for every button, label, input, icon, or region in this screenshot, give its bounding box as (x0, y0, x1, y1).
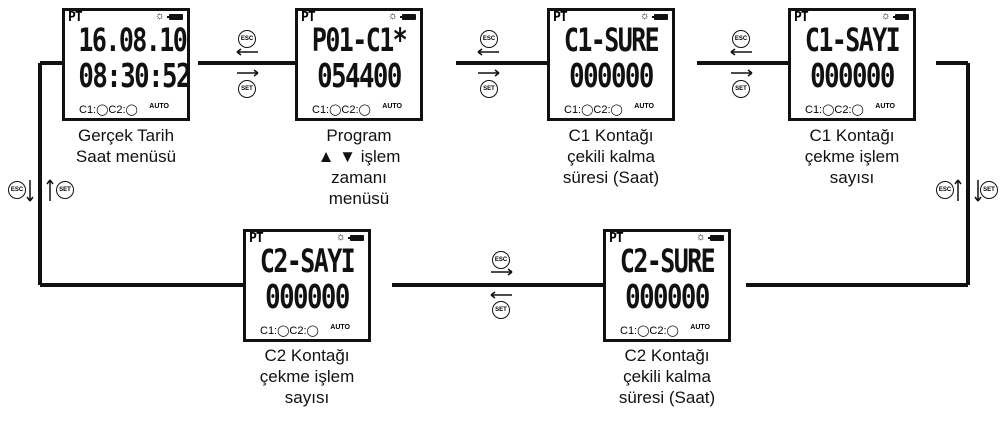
caption-line: çekme işlem (259, 367, 355, 386)
pt-label: PT (553, 10, 568, 25)
sun-icon: ☼ (880, 10, 891, 22)
sun-icon: ☼ (639, 10, 650, 22)
caption-line: zamanı (331, 168, 387, 187)
caption-c1-sayi: C1 Kontağı çekme işlem sayısı (757, 125, 947, 188)
screen-real-time: PT ☼ 16.08.10 08:30:52 C1:◯C2:◯ AUTO (62, 8, 191, 121)
caption-line: C2 Kontağı (624, 346, 710, 365)
caption-line: çekili kalma (567, 147, 655, 166)
battery-icon (652, 14, 668, 20)
display-line-1: 16.08.10 (78, 21, 187, 59)
caption-real-time: Gerçek Tarih Saat menüsü (31, 125, 221, 167)
caption-line: süresi (Saat) (618, 388, 716, 407)
caption-line: Gerçek Tarih (77, 126, 175, 145)
screen-c2-sure: PT ☼ C2-SURE 000000 C1:◯C2:◯ AUTO (603, 229, 731, 342)
caption-line: C2 Kontağı (264, 346, 350, 365)
display-line-1: C2-SURE (619, 242, 716, 280)
esc-button[interactable]: ESC (8, 181, 26, 199)
caption-c2-sayi: C2 Kontağı çekme işlem sayısı (212, 345, 402, 408)
auto-indicator: AUTO (149, 103, 169, 110)
screen-c1-sure: PT ☼ C1-SURE 000000 C1:◯C2:◯ AUTO (547, 8, 675, 121)
screen-program: PT ☼ P01-C1* 054400 C1:◯C2:◯ AUTO (295, 8, 423, 121)
battery-icon (400, 14, 416, 20)
contact-status: C1:◯C2:◯ (564, 104, 623, 116)
contact-status: C1:◯C2:◯ (312, 104, 371, 116)
set-button[interactable]: SET (492, 301, 510, 319)
sun-icon: ☼ (154, 10, 165, 22)
set-button[interactable]: SET (56, 181, 74, 199)
auto-indicator: AUTO (330, 324, 350, 331)
esc-button[interactable]: ESC (492, 251, 510, 269)
sun-icon: ☼ (387, 10, 398, 22)
esc-button[interactable]: ESC (936, 181, 954, 199)
set-button[interactable]: SET (480, 80, 498, 98)
caption-line: C1 Kontağı (568, 126, 654, 145)
esc-button[interactable]: ESC (238, 30, 256, 48)
contact-status: C1:◯C2:◯ (79, 104, 138, 116)
screen-c2-sayi: PT ☼ C2-SAYI 000000 C1:◯C2:◯ AUTO (243, 229, 371, 342)
display-line-1: C1-SURE (563, 21, 660, 59)
pt-label: PT (609, 231, 624, 246)
auto-indicator: AUTO (634, 103, 654, 110)
contact-status: C1:◯C2:◯ (620, 325, 679, 337)
set-button[interactable]: SET (732, 80, 750, 98)
caption-line: çekme işlem (804, 147, 900, 166)
sun-icon: ☼ (695, 231, 706, 243)
contact-status: C1:◯C2:◯ (260, 325, 319, 337)
caption-line: sayısı (284, 388, 330, 407)
pt-label: PT (249, 231, 264, 246)
caption-line: süresi (Saat) (562, 168, 660, 187)
display-line-1: P01-C1* (311, 21, 408, 59)
caption-line: menüsü (328, 189, 390, 208)
display-line-2: 000000 (265, 277, 350, 316)
battery-icon (167, 14, 183, 20)
display-line-2: 000000 (625, 277, 710, 316)
esc-button[interactable]: ESC (732, 30, 750, 48)
pt-label: PT (68, 10, 83, 25)
pt-label: PT (301, 10, 316, 25)
display-line-2: 054400 (317, 56, 402, 95)
auto-indicator: AUTO (690, 324, 710, 331)
auto-indicator: AUTO (875, 103, 895, 110)
caption-c2-sure: C2 Kontağı çekili kalma süresi (Saat) (572, 345, 762, 408)
battery-icon (893, 14, 909, 20)
caption-line: ▲ ▼ işlem (317, 147, 401, 166)
display-line-1: C2-SAYI (259, 242, 356, 280)
esc-button[interactable]: ESC (480, 30, 498, 48)
display-line-2: 000000 (810, 56, 895, 95)
caption-line: Program (326, 126, 392, 145)
display-line-2: 08:30:52 (78, 56, 191, 95)
display-line-2: 000000 (569, 56, 654, 95)
display-line-1: C1-SAYI (804, 21, 901, 59)
sun-icon: ☼ (335, 231, 346, 243)
pt-label: PT (794, 10, 809, 25)
contact-status: C1:◯C2:◯ (805, 104, 864, 116)
caption-program: Program ▲ ▼ işlem zamanı menüsü (264, 125, 454, 209)
caption-line: sayısı (829, 168, 875, 187)
battery-icon (348, 235, 364, 241)
caption-line: C1 Kontağı (809, 126, 895, 145)
screen-c1-sayi: PT ☼ C1-SAYI 000000 C1:◯C2:◯ AUTO (788, 8, 916, 121)
caption-c1-sure: C1 Kontağı çekili kalma süresi (Saat) (516, 125, 706, 188)
auto-indicator: AUTO (382, 103, 402, 110)
set-button[interactable]: SET (980, 181, 998, 199)
battery-icon (708, 235, 724, 241)
set-button[interactable]: SET (238, 80, 256, 98)
caption-line: çekili kalma (623, 367, 711, 386)
caption-line: Saat menüsü (75, 147, 177, 166)
